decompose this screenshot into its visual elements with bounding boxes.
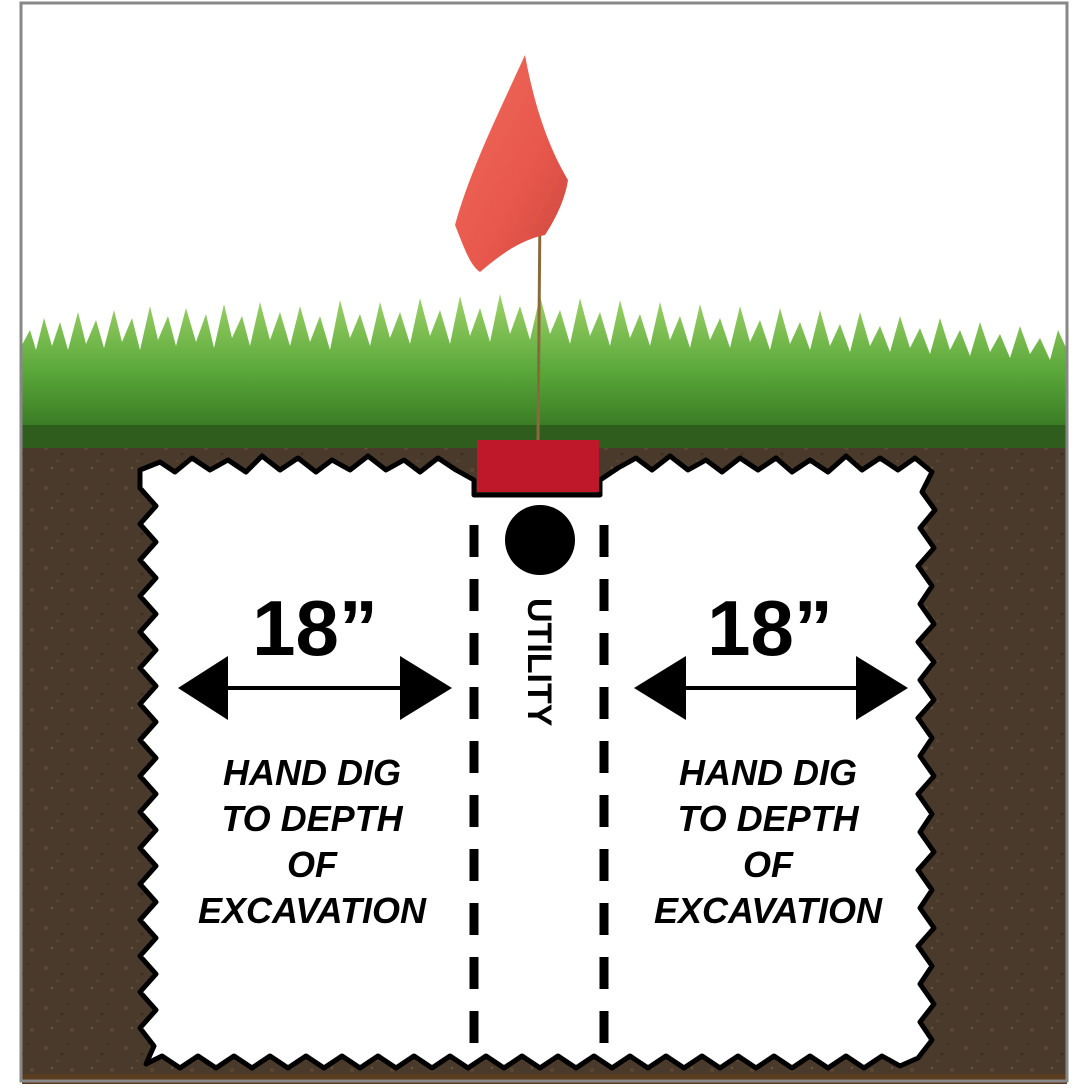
left-instruction-line: TO DEPTH — [221, 798, 403, 839]
left-instruction-line: EXCAVATION — [198, 890, 427, 931]
surface-marker — [477, 440, 599, 492]
right-distance-label: 18” — [707, 584, 833, 672]
utility-label: UTILITY — [520, 598, 558, 727]
right-instruction-line: HAND DIG — [679, 752, 857, 793]
right-instruction-line: EXCAVATION — [654, 890, 883, 931]
left-instruction-line: OF — [287, 844, 338, 885]
left-distance-label: 18” — [252, 584, 378, 672]
left-instruction-line: HAND DIG — [223, 752, 401, 793]
utility-pipe-icon — [505, 505, 575, 575]
flag-pole — [538, 210, 540, 440]
right-instruction-line: OF — [743, 844, 794, 885]
right-instruction-line: TO DEPTH — [677, 798, 859, 839]
